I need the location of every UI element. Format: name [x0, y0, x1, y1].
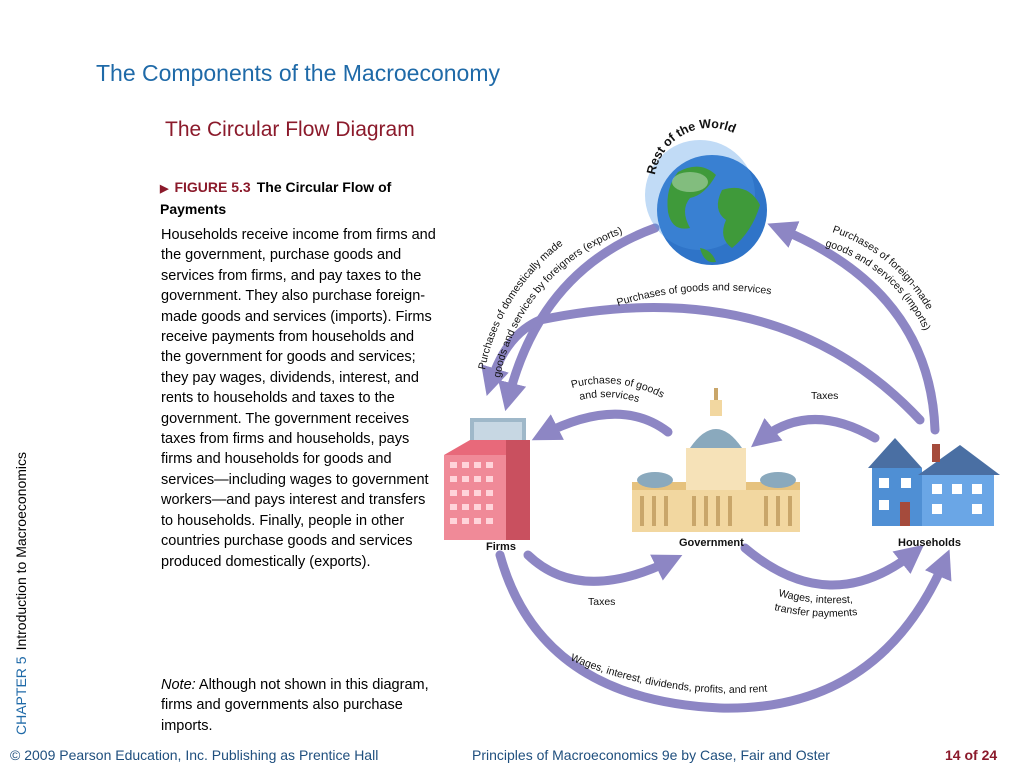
- firm-building-icon: [444, 418, 530, 540]
- arrow-gov-to-hh: [740, 543, 924, 590]
- node-label-firms: Firms: [486, 541, 516, 553]
- capitol-building-icon: [632, 388, 800, 532]
- figure-number: FIGURE 5.3: [174, 179, 251, 195]
- figure-description: Households receive income from firms and…: [161, 227, 436, 570]
- flow-label-gov-to-hh-1: Wages, interest,: [777, 587, 853, 606]
- note-text: Although not shown in this diagram, firm…: [161, 677, 429, 734]
- footer: © 2009 Pearson Education, Inc. Publishin…: [0, 738, 1024, 768]
- arrow-imports: [767, 221, 940, 435]
- note-label: Note:: [161, 677, 196, 693]
- footer-page-number: 14 of 24: [945, 747, 998, 763]
- node-label-households: Households: [898, 537, 961, 549]
- slide-subtitle: The Circular Flow Diagram: [165, 118, 415, 141]
- arrow-exports: [498, 223, 660, 412]
- node-label-government: Government: [679, 537, 744, 549]
- arrow-hh-to-firms: [481, 303, 925, 425]
- slide-title: The Components of the Macroeconomy: [96, 60, 500, 86]
- figure-note: Note: Although not shown in this diagram…: [161, 675, 436, 736]
- house-icon: [868, 438, 1000, 526]
- flow-label-firms-to-hh: Wages, interest, dividends, profits, and…: [569, 652, 768, 696]
- arrow-firms-to-hh: [495, 549, 952, 713]
- flow-arrows: [481, 221, 952, 713]
- arrow-hh-taxes: [751, 415, 880, 448]
- arrow-firm-taxes: [523, 550, 683, 586]
- flow-label-gov-to-firms-2: and services: [578, 388, 641, 405]
- footer-copyright: © 2009 Pearson Education, Inc. Publishin…: [10, 747, 379, 763]
- triangle-bullet-icon: ▶: [160, 183, 169, 195]
- circular-flow-diagram: Rest of the World Firms Government: [444, 117, 1000, 713]
- flow-label-firm-taxes: Taxes: [588, 596, 615, 608]
- arrow-gov-to-firms: [531, 409, 673, 441]
- footer-book-title: Principles of Macroeconomics 9e by Case,…: [472, 747, 830, 763]
- globe-icon: [645, 140, 767, 265]
- flow-label-hh-taxes: Taxes: [811, 390, 838, 402]
- figure-caption: The Circular Flow of Payments: [160, 179, 392, 217]
